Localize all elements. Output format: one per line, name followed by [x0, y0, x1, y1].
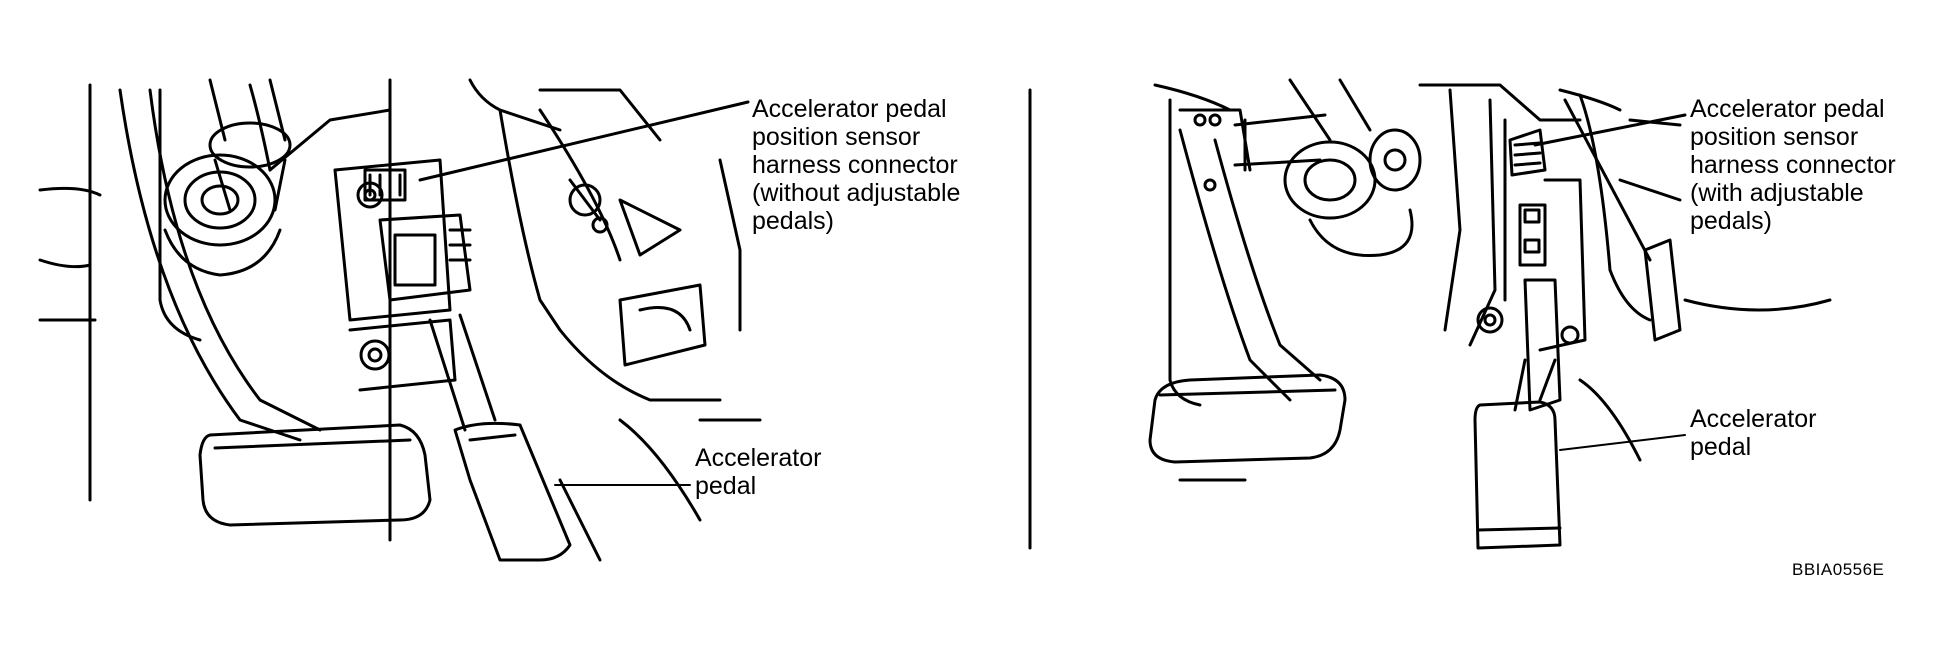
figure-code: BBIA0556E	[1792, 560, 1885, 579]
right-pedal-label: Accelerator pedal	[1690, 405, 1817, 461]
left-connector-label: Accelerator pedal position sensor harnes…	[752, 95, 961, 235]
right-pedal-leader	[1559, 434, 1686, 451]
left-connector-leader	[418, 100, 750, 182]
right-illustration	[1148, 78, 1832, 550]
left-pedal-label: Accelerator pedal	[695, 444, 822, 500]
right-connector-label: Accelerator pedal position sensor harnes…	[1690, 95, 1896, 235]
right-connector-leader	[1533, 113, 1687, 147]
left-illustration	[38, 78, 762, 562]
